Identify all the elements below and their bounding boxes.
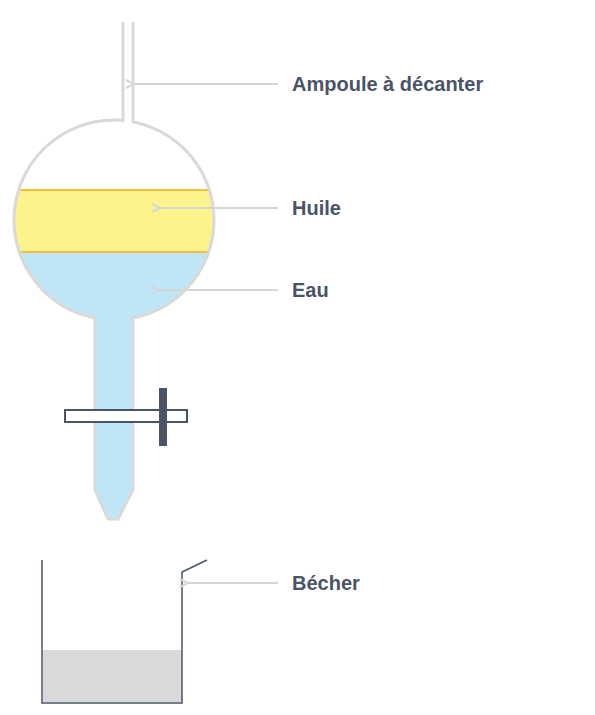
stopcock-handle <box>159 388 167 446</box>
funnel-neck <box>123 22 133 122</box>
water-layer <box>10 252 220 332</box>
leader-line <box>160 289 278 291</box>
stem-opening <box>96 312 132 328</box>
part-label: Eau <box>292 278 329 302</box>
oil-layer <box>10 190 220 252</box>
stopcock-key <box>65 410 187 422</box>
neck-opening <box>124 112 132 128</box>
leader-line <box>188 582 278 584</box>
oil-water-interface <box>10 251 220 253</box>
beaker-liquid <box>43 650 182 702</box>
beaker <box>42 560 207 703</box>
part-label: Bécher <box>292 571 360 595</box>
leader-line <box>160 207 278 209</box>
leader-line <box>134 83 278 85</box>
part-label: Huile <box>292 196 341 220</box>
part-label: Ampoule à décanter <box>292 72 483 96</box>
oil-top-edge <box>10 189 220 191</box>
